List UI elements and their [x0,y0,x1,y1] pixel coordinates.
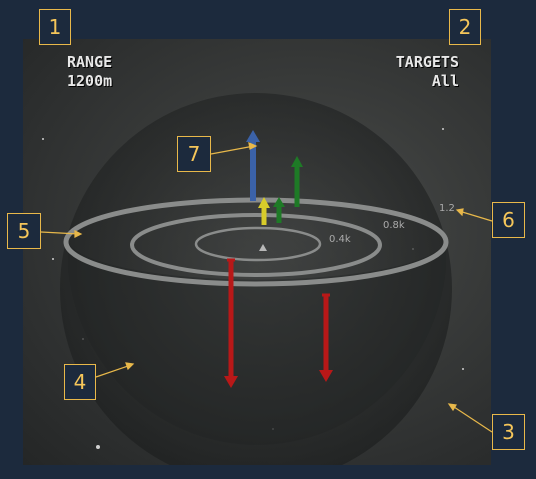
range-value: 1200m [67,72,113,90]
callout-6: 6 [492,202,525,238]
ring-label-middle: 0.8k [383,220,405,231]
range-readout: RANGE 1200m [67,53,112,91]
callout-1: 1 [39,9,71,45]
callout-4: 4 [64,364,96,400]
callout-5: 5 [7,213,41,249]
radar-lower-hemisphere [68,242,446,445]
blip-green-short[interactable] [273,197,285,223]
targets-label: TARGETS [395,53,459,71]
blip-yellow[interactable] [258,197,270,225]
blip-red-left[interactable] [224,258,238,388]
range-ring-middle [130,213,382,277]
ring-label-inner: 0.4k [329,234,351,245]
targets-readout[interactable]: TARGETS All [396,53,459,91]
ring-label-outer: 1.2 [439,203,455,214]
range-label: RANGE [67,53,113,71]
radar-panel: 0.4k 0.8k 1.2 [23,39,491,465]
radar-display: 0.4k 0.8k 1.2 [42,93,464,465]
blip-red-right[interactable] [319,293,333,382]
range-ring-inner [194,226,322,262]
callout-2: 2 [449,9,481,45]
blip-green-tall[interactable] [291,156,303,207]
targets-value[interactable]: All [431,72,459,90]
radar-sphere [60,93,452,465]
player-ship-marker [259,244,267,251]
callout-3: 3 [492,414,525,450]
callout-7: 7 [177,136,211,172]
